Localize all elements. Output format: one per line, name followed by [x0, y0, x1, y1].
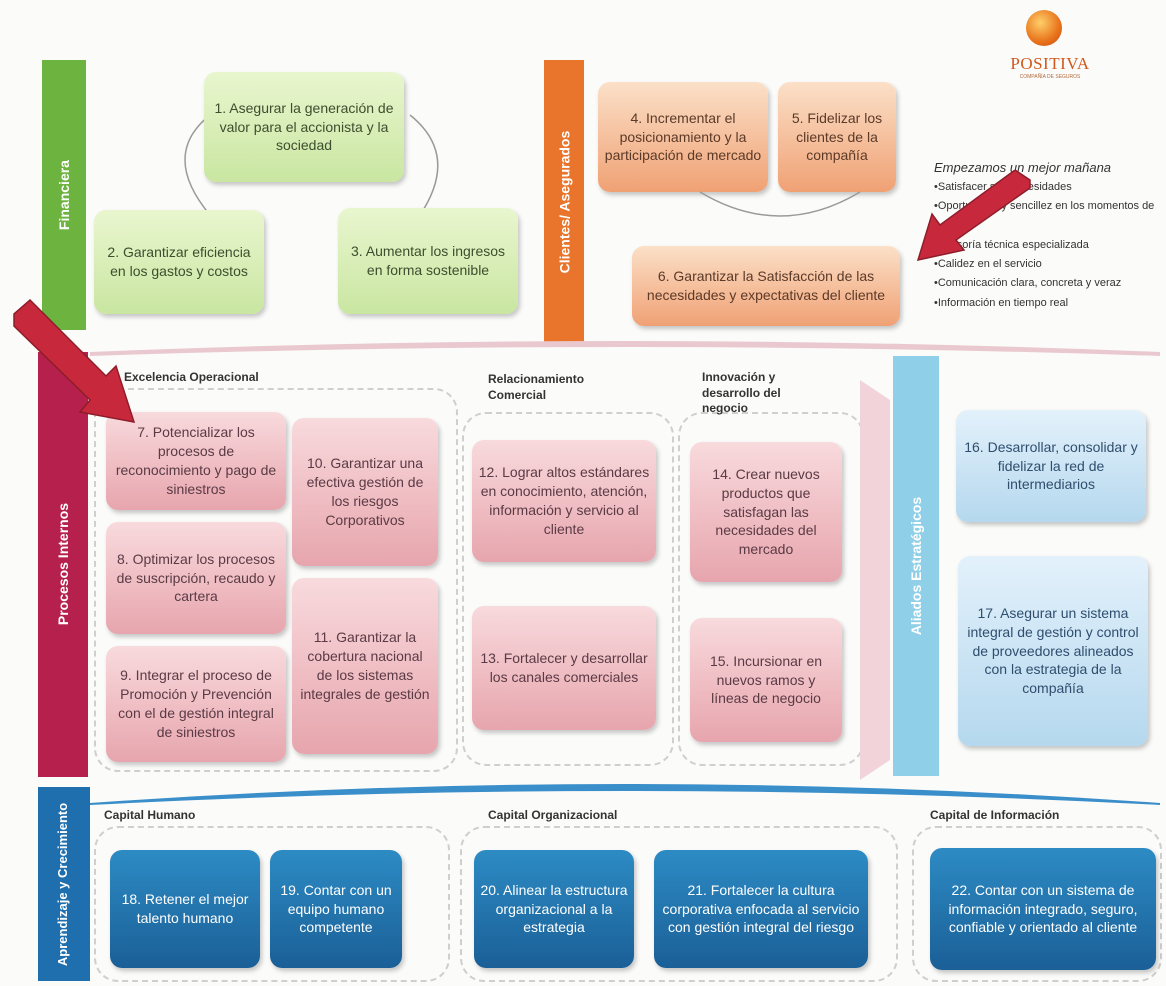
- logo-text: POSITIVA: [1010, 54, 1090, 73]
- objective-10: 10. Garantizar una efectiva gestión de l…: [292, 418, 438, 566]
- objective-16: 16. Desarrollar, consolidar y fidelizar …: [956, 410, 1146, 522]
- band-aliados: Aliados Estratégicos: [893, 356, 939, 776]
- group-excelencia: [94, 388, 458, 772]
- band-procesos: Procesos Internos: [38, 352, 88, 777]
- objective-6: 6. Garantizar la Satisfacción de las nec…: [632, 246, 900, 326]
- objective-11: 11. Garantizar la cobertura nacional de …: [292, 578, 438, 754]
- objective-1: 1. Asegurar la generación de valor para …: [204, 72, 404, 182]
- group-innovacion-label: Innovación y desarrollo del negocio: [702, 370, 781, 416]
- highlight-arrow-right: [916, 170, 1031, 262]
- value-prop-item: •Información en tiempo real: [934, 296, 1069, 309]
- objective-19: 19. Contar con un equipo humano competen…: [270, 850, 402, 968]
- objective-2: 2. Garantizar eficiencia en los gastos y…: [94, 210, 264, 314]
- objective-7: 7. Potencializar los procesos de reconoc…: [106, 412, 286, 510]
- objective-21: 21. Fortalecer la cultura corporativa en…: [654, 850, 868, 968]
- tagline: Empezamos un mejor mañana: [934, 160, 1112, 175]
- objective-15: 15. Incursionar en nuevos ramos y líneas…: [690, 618, 842, 742]
- highlight-arrow-left: [13, 298, 136, 423]
- band-financiera: Financiera: [42, 60, 86, 330]
- group-capital-humano-label: Capital Humano: [104, 808, 196, 822]
- objective-9: 9. Integrar el proceso de Promoción y Pr…: [106, 646, 286, 762]
- objective-12: 12. Lograr altos estándares en conocimie…: [472, 440, 656, 562]
- objective-4: 4. Incrementar el posicionamiento y la p…: [598, 82, 768, 192]
- value-prop-item: •Asesoría técnica especializada: [934, 238, 1089, 251]
- band-financiera-label: Financiera: [55, 159, 72, 231]
- group-capital-org-label: Capital Organizacional: [488, 808, 618, 822]
- objective-3: 3. Aumentar los ingresos en forma sosten…: [338, 208, 518, 314]
- value-prop-item: •Comunicación clara, concreta y veraz: [934, 277, 1122, 290]
- objective-8: 8. Optimizar los procesos de suscripción…: [106, 522, 286, 634]
- logo: POSITIVA COMPAÑÍA DE SEGUROS: [1000, 8, 1100, 88]
- objective-18: 18. Retener el mejor talento humano: [110, 850, 260, 968]
- band-procesos-label: Procesos Internos: [54, 503, 71, 626]
- group-capital-info: [912, 826, 1162, 982]
- process-wedge: [860, 380, 890, 780]
- logo-subtext: COMPAÑÍA DE SEGUROS: [1019, 74, 1081, 80]
- objective-5: 5. Fidelizar los clientes de la compañía: [778, 82, 896, 192]
- logo-sun-icon: [1026, 10, 1062, 46]
- client-connectors: [699, 191, 861, 217]
- group-excelencia-label: Excelencia Operacional: [124, 370, 259, 384]
- objective-22: 22. Contar con un sistema de información…: [930, 848, 1156, 970]
- group-relacionamiento: [462, 412, 674, 766]
- financial-connectors: [184, 114, 439, 216]
- objective-14: 14. Crear nuevos productos que satisfaga…: [690, 442, 842, 582]
- band-clientes-label: Clientes/ Asegurados: [555, 131, 572, 274]
- group-capital-info-label: Capital de Información: [930, 808, 1060, 822]
- objective-13: 13. Fortalecer y desarrollar los canales…: [472, 606, 656, 730]
- divider-swoosh: [90, 341, 1160, 356]
- group-capital-humano: [94, 826, 450, 982]
- value-prop-item: •Calidez en el servicio: [934, 258, 1042, 270]
- group-relacionamiento-label: Relacionamiento Comercial: [488, 372, 585, 402]
- group-capital-org: [460, 826, 898, 982]
- objective-20: 20. Alinear la estructura organizacional…: [474, 850, 634, 968]
- learning-swoosh: [90, 784, 1160, 805]
- band-aprendizaje-label: Aprendizaje y Crecimiento: [55, 802, 71, 966]
- objective-17: 17. Asegurar un sistema integral de gest…: [958, 556, 1148, 746]
- band-clientes: Clientes/ Asegurados: [544, 60, 584, 345]
- band-aliados-label: Aliados Estratégicos: [907, 496, 924, 636]
- band-aprendizaje: Aprendizaje y Crecimiento: [38, 787, 90, 981]
